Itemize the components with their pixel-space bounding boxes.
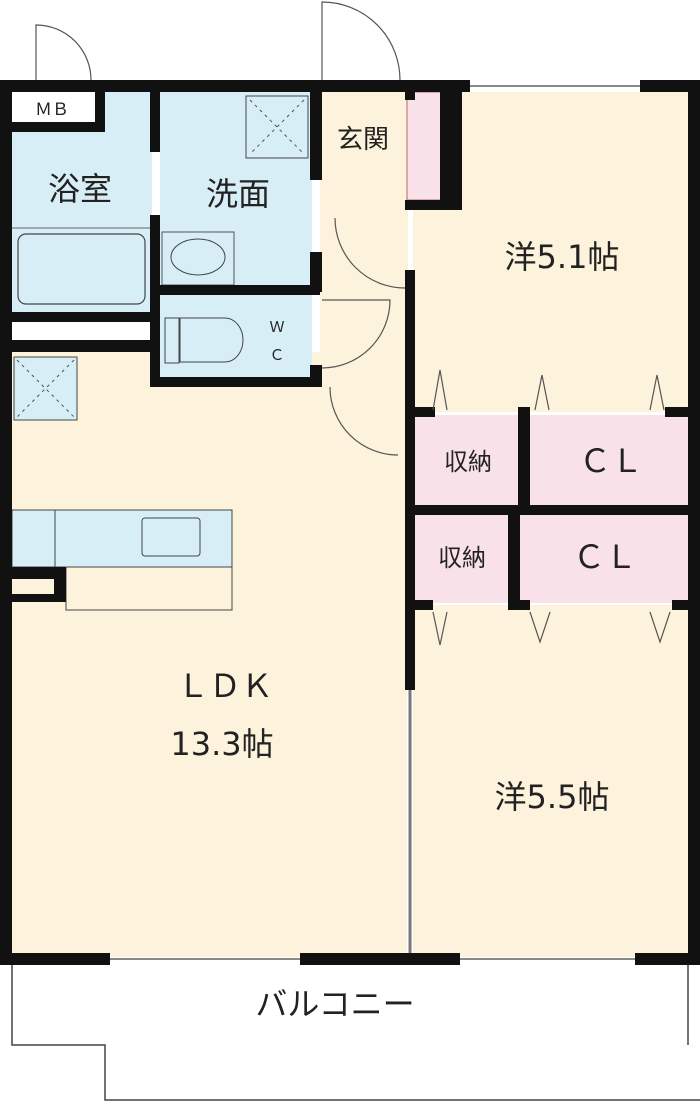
closet2-label: ＣＬ [573,538,637,576]
closet1-floor [528,415,690,507]
kitchen-sink [141,517,201,557]
storage1-label: 収納 [444,448,492,476]
wc-label-c: Ｃ [269,346,284,364]
entrance-label: 玄関 [337,125,389,155]
toilet-tank [164,317,180,364]
shoe-cupboard [406,91,443,201]
western2-floor [413,605,690,957]
ldk-size-label: 13.3帖 [170,725,273,763]
storage1-floor [415,415,518,507]
balcony-label: バルコニー [255,985,414,1023]
balcony-outline [11,965,700,1101]
bathtub [17,233,146,305]
walls [0,80,700,965]
sink-bowl [170,238,226,276]
wc-floor [160,295,312,377]
western2-label: 洋5.5帖 [495,778,610,816]
washroom-label: 洗面 [206,175,270,213]
wc-label-w: Ｗ [269,318,284,336]
kitchen-counter [11,509,233,568]
bath-label: 浴室 [48,170,112,208]
closet2-floor [518,515,690,603]
doors [35,1,671,646]
bath-ldk-gap [12,322,152,340]
entrance-floor [320,92,408,387]
storage2-label: 収納 [438,544,486,572]
ldk-label: ＬＤＫ [177,667,273,705]
ldk-floor [12,352,407,957]
kitchen-back-counter [65,566,233,611]
closet1-label: ＣＬ [579,442,643,480]
toilet-bowl [179,317,244,363]
mb-box [12,92,95,122]
western1-label: 洋5.1帖 [505,238,620,276]
storage2-floor [415,515,508,603]
mb-label: ＭＢ [35,100,69,120]
